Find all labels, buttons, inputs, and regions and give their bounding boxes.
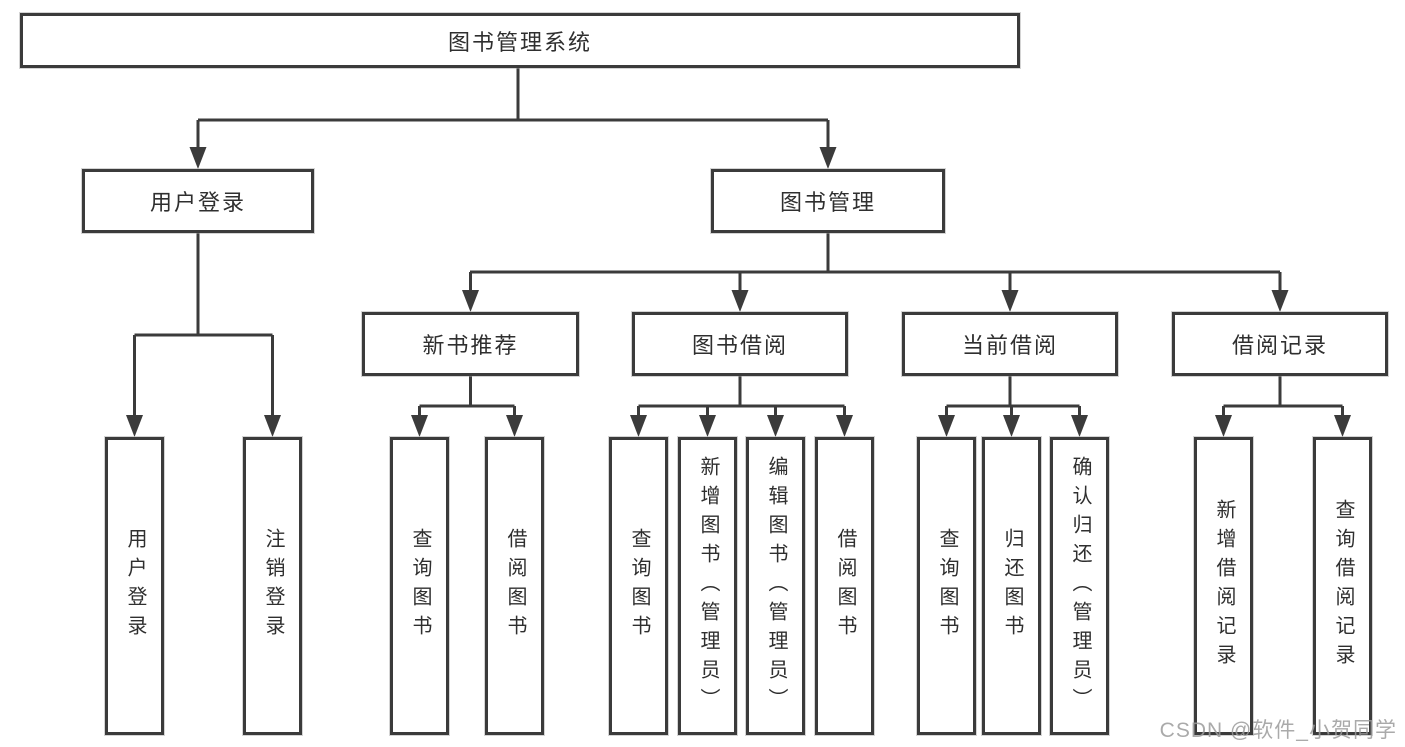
leaf-label: 用户登录 — [124, 528, 146, 644]
node-label: 图书管理系统 — [447, 29, 592, 55]
leaf-current-return-books: 归还图书 — [982, 437, 1041, 735]
arrowhead-group — [126, 147, 1351, 437]
node-root-library-system: 图书管理系统 — [20, 13, 1020, 68]
leaf-label: 新增图书（管理员） — [697, 455, 719, 717]
leaf-borrow-edit-books-admin: 编辑图书（管理员） — [746, 437, 805, 735]
leaf-user-logout: 注销登录 — [243, 437, 302, 735]
leaf-label: 编辑图书（管理员） — [765, 455, 787, 717]
node-label: 图书借阅 — [691, 333, 788, 358]
leaf-label: 归还图书 — [1001, 528, 1023, 644]
leaf-label: 新增借阅记录 — [1213, 499, 1235, 673]
node-new-book-recommend: 新书推荐 — [362, 312, 579, 376]
node-label: 用户登录 — [149, 190, 246, 215]
leaf-records-query-record: 查询借阅记录 — [1313, 437, 1372, 735]
leaf-label: 注销登录 — [262, 528, 284, 644]
leaf-label: 查询图书 — [936, 528, 958, 644]
leaf-label: 借阅图书 — [504, 528, 526, 644]
leaf-recommend-borrow-books: 借阅图书 — [485, 437, 544, 735]
node-current-borrow: 当前借阅 — [902, 312, 1118, 376]
node-user-login: 用户登录 — [82, 169, 314, 233]
node-label: 借阅记录 — [1231, 333, 1328, 358]
leaf-label: 查询图书 — [628, 528, 650, 644]
leaf-borrow-add-books-admin: 新增图书（管理员） — [678, 437, 737, 735]
node-label: 新书推荐 — [422, 333, 519, 358]
leaf-borrow-query-books: 查询图书 — [609, 437, 668, 735]
node-label: 当前借阅 — [961, 333, 1058, 358]
leaf-records-add-record: 新增借阅记录 — [1194, 437, 1253, 735]
leaf-label: 查询图书 — [409, 528, 431, 644]
node-book-management: 图书管理 — [711, 169, 945, 233]
leaf-recommend-query-books: 查询图书 — [390, 437, 449, 735]
leaf-label: 借阅图书 — [834, 528, 856, 644]
watermark-text: CSDN @软件_小贺同学 — [1159, 719, 1397, 742]
leaf-user-login: 用户登录 — [105, 437, 164, 735]
leaf-label: 确认归还（管理员） — [1069, 455, 1091, 717]
node-borrow-records: 借阅记录 — [1172, 312, 1388, 376]
node-label: 图书管理 — [779, 190, 876, 215]
leaf-label: 查询借阅记录 — [1332, 499, 1354, 673]
leaf-current-confirm-return-admin: 确认归还（管理员） — [1050, 437, 1109, 735]
leaf-borrow-borrow-books: 借阅图书 — [815, 437, 874, 735]
leaf-current-query-books: 查询图书 — [917, 437, 976, 735]
node-book-borrow: 图书借阅 — [632, 312, 848, 376]
